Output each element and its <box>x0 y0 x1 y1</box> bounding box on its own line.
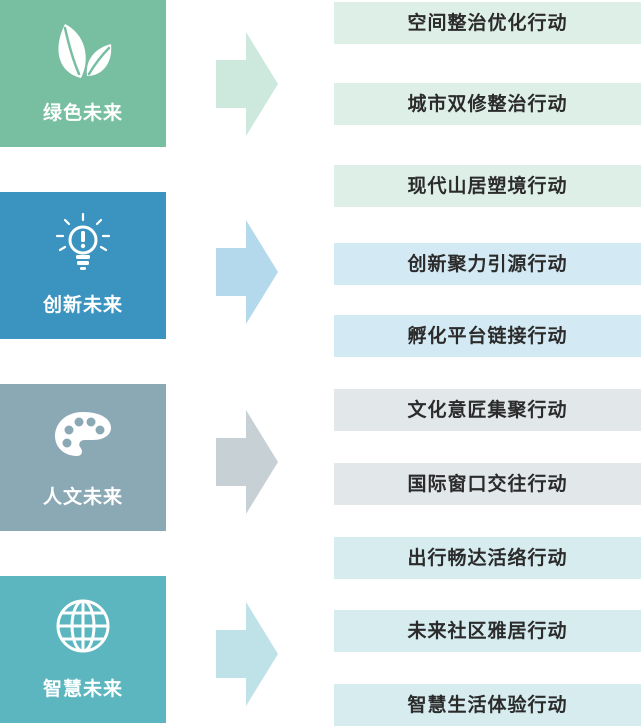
palette-icon <box>51 402 115 466</box>
arrow-right-icon <box>216 32 278 136</box>
category-green: 绿色未来 <box>0 0 166 147</box>
category-blue: 创新未来 <box>0 192 166 339</box>
action-item: 出行畅达活络行动 <box>334 537 641 579</box>
category-label: 绿色未来 <box>42 102 123 124</box>
action-item: 国际窗口交往行动 <box>334 463 641 505</box>
arrow-right-icon <box>216 410 278 514</box>
category-label: 创新未来 <box>42 294 123 316</box>
action-item: 文化意匠集聚行动 <box>334 389 641 431</box>
category-label: 智慧未来 <box>42 678 123 700</box>
arrow-right-icon <box>216 220 278 324</box>
globe-icon <box>51 594 115 658</box>
lightbulb-icon <box>51 210 115 274</box>
action-item: 空间整治优化行动 <box>334 2 641 44</box>
action-item: 现代山居塑境行动 <box>334 165 641 207</box>
action-item: 未来社区雅居行动 <box>334 610 641 652</box>
leaves-icon <box>51 18 115 82</box>
category-gray: 人文未来 <box>0 384 166 531</box>
action-item: 创新聚力引源行动 <box>334 243 641 285</box>
action-item: 孵化平台链接行动 <box>334 315 641 357</box>
category-teal: 智慧未来 <box>0 576 166 723</box>
action-item: 城市双修整治行动 <box>334 83 641 125</box>
arrow-right-icon <box>216 602 278 706</box>
category-label: 人文未来 <box>42 486 123 508</box>
action-item: 智慧生活体验行动 <box>334 684 641 726</box>
